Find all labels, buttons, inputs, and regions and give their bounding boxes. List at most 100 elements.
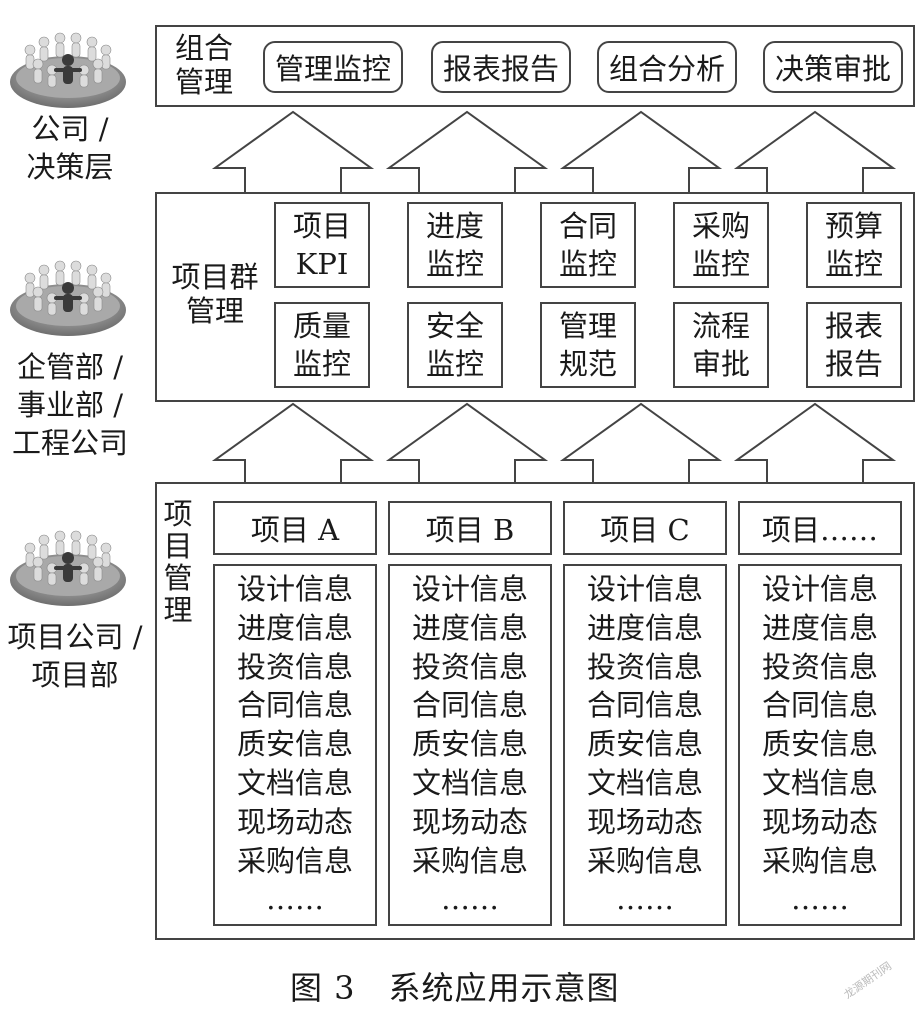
project-info-item: ……	[441, 882, 499, 917]
project-info-item: 文档信息	[236, 765, 353, 800]
project-info-list: 设计信息进度信息投资信息合同信息质安信息文档信息现场动态采购信息……	[388, 564, 552, 926]
project-info-item: 合同信息	[586, 688, 703, 723]
project-info-item: 投资信息	[236, 649, 353, 684]
up-arrow-icon	[385, 110, 549, 193]
title-line: 项目群	[171, 260, 259, 294]
portfolio-item: 决策审批	[763, 41, 903, 93]
program-item-line: 监控	[425, 347, 484, 381]
people-circle-icon	[9, 260, 127, 337]
role-line: 事业部 /	[17, 388, 123, 422]
project-info-list: 设计信息进度信息投资信息合同信息质安信息文档信息现场动态采购信息……	[563, 564, 727, 926]
portfolio-management-panel: 组合 管理 管理监控 报表报告 组合分析 决策审批	[155, 25, 915, 107]
role-line: 项目部	[31, 658, 119, 692]
panel-title: 项 目 管 理	[161, 498, 195, 626]
role-line: 项目公司 /	[7, 620, 143, 654]
project-info-item: 采购信息	[236, 843, 353, 878]
program-item: 流程审批	[673, 302, 769, 388]
portfolio-item: 管理监控	[263, 41, 403, 93]
program-item: 合同监控	[540, 202, 636, 288]
project-info-item: 设计信息	[586, 572, 703, 606]
program-item-line: 规范	[558, 347, 617, 381]
project-info-item: 进度信息	[236, 610, 353, 645]
project-header: 项目 B	[388, 501, 552, 555]
project-info-item: 设计信息	[411, 572, 528, 606]
panel-title: 组合 管理	[175, 31, 233, 99]
up-arrow-icon	[733, 110, 897, 193]
project-header: 项目 C	[563, 501, 727, 555]
people-circle-icon	[9, 530, 127, 607]
up-arrow-icon	[211, 402, 375, 485]
program-item-line: 管理	[558, 309, 617, 343]
role-label-company: 公司 / 决策层	[10, 110, 130, 186]
project-info-item: 现场动态	[761, 804, 878, 839]
program-item-line: 监控	[425, 247, 484, 281]
project-header: 项目……	[738, 501, 902, 555]
project-info-item: 合同信息	[236, 688, 353, 723]
project-info-item: 投资信息	[761, 649, 878, 684]
program-item-line: 预算	[824, 209, 883, 243]
project-info-item: 现场动态	[411, 804, 528, 839]
program-item-line: 质量	[292, 309, 351, 343]
program-item-line: 审批	[691, 347, 750, 381]
program-item: 管理规范	[540, 302, 636, 388]
role-line: 公司 /	[31, 112, 109, 146]
program-item-line: 进度	[425, 209, 484, 243]
up-arrow-icon	[559, 110, 723, 193]
portfolio-item: 组合分析	[597, 41, 737, 93]
project-header: 项目 A	[213, 501, 377, 555]
program-item: 进度监控	[407, 202, 503, 288]
program-item: 质量监控	[274, 302, 370, 388]
program-item-line: KPI	[295, 247, 349, 281]
project-info-item: 设计信息	[236, 572, 353, 606]
program-item: 安全监控	[407, 302, 503, 388]
project-info-item: 进度信息	[761, 610, 878, 645]
role-label-project: 项目公司 / 项目部	[0, 618, 150, 694]
people-circle-icon	[9, 32, 127, 109]
program-item-line: 监控	[558, 247, 617, 281]
program-item: 项目 KPI	[274, 202, 370, 288]
project-info-item: 设计信息	[761, 572, 878, 606]
project-info-item: 质安信息	[586, 727, 703, 762]
project-info-item: 现场动态	[236, 804, 353, 839]
program-item: 预算监控	[806, 202, 902, 288]
up-arrow-icon	[211, 110, 375, 193]
role-line: 企管部 /	[17, 350, 123, 384]
up-arrow-icon	[559, 402, 723, 485]
project-info-item: 投资信息	[586, 649, 703, 684]
program-item-line: 流程	[691, 309, 750, 343]
project-info-item: 文档信息	[586, 765, 703, 800]
project-info-list: 设计信息进度信息投资信息合同信息质安信息文档信息现场动态采购信息……	[213, 564, 377, 926]
title-char: 目	[163, 529, 193, 563]
program-item-line: 报告	[824, 347, 883, 381]
project-info-item: ……	[791, 882, 849, 917]
project-info-item: 投资信息	[411, 649, 528, 684]
project-info-item: 采购信息	[586, 843, 703, 878]
panel-title: 项目群 管理	[165, 260, 265, 328]
program-item-line: 安全	[425, 309, 484, 343]
role-label-enterprise: 企管部 / 事业部 / 工程公司	[2, 348, 138, 462]
title-char: 管	[163, 561, 193, 595]
program-item-line: 监控	[824, 247, 883, 281]
figure-caption: 图 3 系统应用示意图	[290, 969, 620, 1007]
program-item-line: 监控	[691, 247, 750, 281]
program-item: 采购监控	[673, 202, 769, 288]
watermark: 龙源期刊网	[841, 959, 895, 1002]
program-item-line: 合同	[558, 209, 617, 243]
project-info-item: 合同信息	[411, 688, 528, 723]
project-info-item: 进度信息	[411, 610, 528, 645]
up-arrows-bottom	[211, 402, 897, 485]
title-char: 项	[163, 497, 193, 531]
project-info-list: 设计信息进度信息投资信息合同信息质安信息文档信息现场动态采购信息……	[738, 564, 902, 926]
program-item-line: 监控	[292, 347, 351, 381]
program-item-line: 项目	[292, 209, 351, 243]
program-item-line: 采购	[691, 209, 750, 243]
project-info-item: 文档信息	[761, 765, 878, 800]
portfolio-item: 报表报告	[431, 41, 571, 93]
up-arrow-icon	[733, 402, 897, 485]
project-info-item: 质安信息	[761, 727, 878, 762]
project-info-item: ……	[616, 882, 674, 917]
program-item-line: 报表	[824, 309, 883, 343]
project-info-item: 合同信息	[761, 688, 878, 723]
title-line: 管理	[175, 65, 234, 99]
role-line: 工程公司	[11, 426, 128, 460]
